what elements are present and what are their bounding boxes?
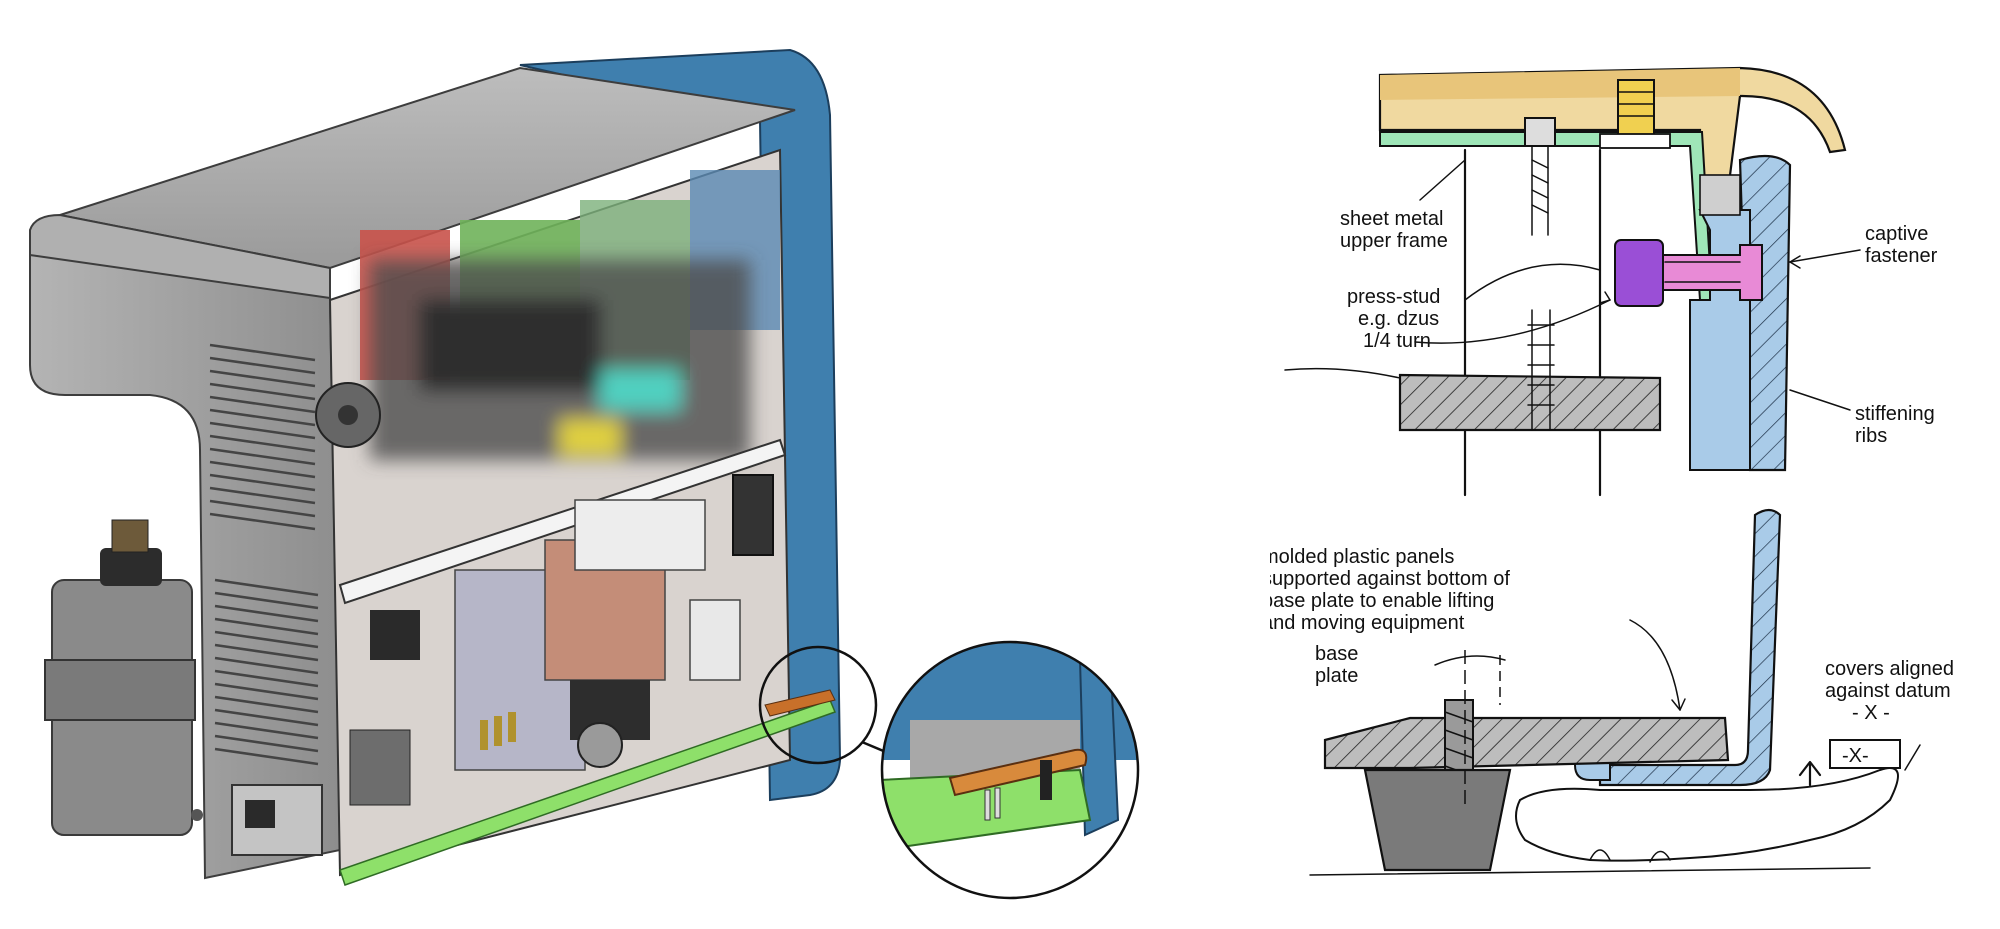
base-plate-green [339,699,836,886]
label-captive-fastener-2: fastener [1865,245,1938,267]
fan-right [732,474,774,556]
label-stiffening-ribs-2: ribs [1855,425,1887,447]
label-molded-panels-3: base plate to enable lifting [1270,590,1494,612]
lower-component [370,610,420,660]
lower-leaders [1629,619,1686,711]
captive-fastener-body [1649,244,1763,301]
sketch-panel: sheet metal upper frame press-stud e.g. … [1262,0,2000,924]
datum-box-text: -X- [1842,745,1869,767]
yellow-stud [1617,79,1655,137]
label-covers-aligned-1: covers aligned [1825,658,1954,680]
label-datum-symbol: - X - [1852,702,1890,724]
interior-cavity [315,148,836,886]
top-cover [29,66,796,302]
datum-box [1829,739,1901,769]
base-plate-sketch [1323,716,1730,770]
blue-panel-upper [1738,154,1792,472]
magnifier-circle [880,640,1140,900]
label-molded-panels-4: and moving equipment [1270,612,1465,634]
label-base-plate-1: base [1315,643,1358,665]
cad-cutaway-illustration [29,48,1140,900]
callout-circle [758,645,878,765]
shelf [338,438,787,605]
label-upper-frame-1: sheet metal [1340,208,1443,230]
label-press-stud-1: press-stud [1347,286,1440,308]
blue-molded-panel [1598,508,1782,787]
foot [1363,768,1512,872]
label-molded-panels-2: supported against bottom of [1270,568,1510,590]
label-press-stud-3: 1/4 turn [1363,330,1431,352]
label-covers-aligned-2: against datum [1825,680,1951,702]
label-press-stud-2: e.g. dzus [1358,308,1439,330]
left-side-panel [29,253,342,880]
blurred-electronics [370,260,750,460]
hatched-bar [1398,373,1662,432]
label-molded-panels-1: molded plastic panels [1270,546,1454,568]
side-vents [209,343,319,766]
label-upper-frame-2: upper frame [1340,230,1448,252]
label-stiffening-ribs-1: stiffening [1855,403,1935,425]
cad-cutaway-panel [29,48,1140,900]
sketch-cross-section: sheet metal upper frame press-stud e.g. … [1262,66,1954,876]
upper-leaders [1414,159,1861,411]
label-base-plate-2: plate [1315,665,1358,687]
magnified-detail [880,640,1140,900]
lifting-hand [1515,767,1899,862]
lower-base-detail [1309,508,1899,876]
upper-joint-detail [1284,66,1847,497]
label-captive-fastener-1: captive [1865,223,1928,245]
bottle [44,519,196,836]
press-stud-receptacle [1614,239,1664,307]
datum-reference: -X- [1798,739,1921,787]
